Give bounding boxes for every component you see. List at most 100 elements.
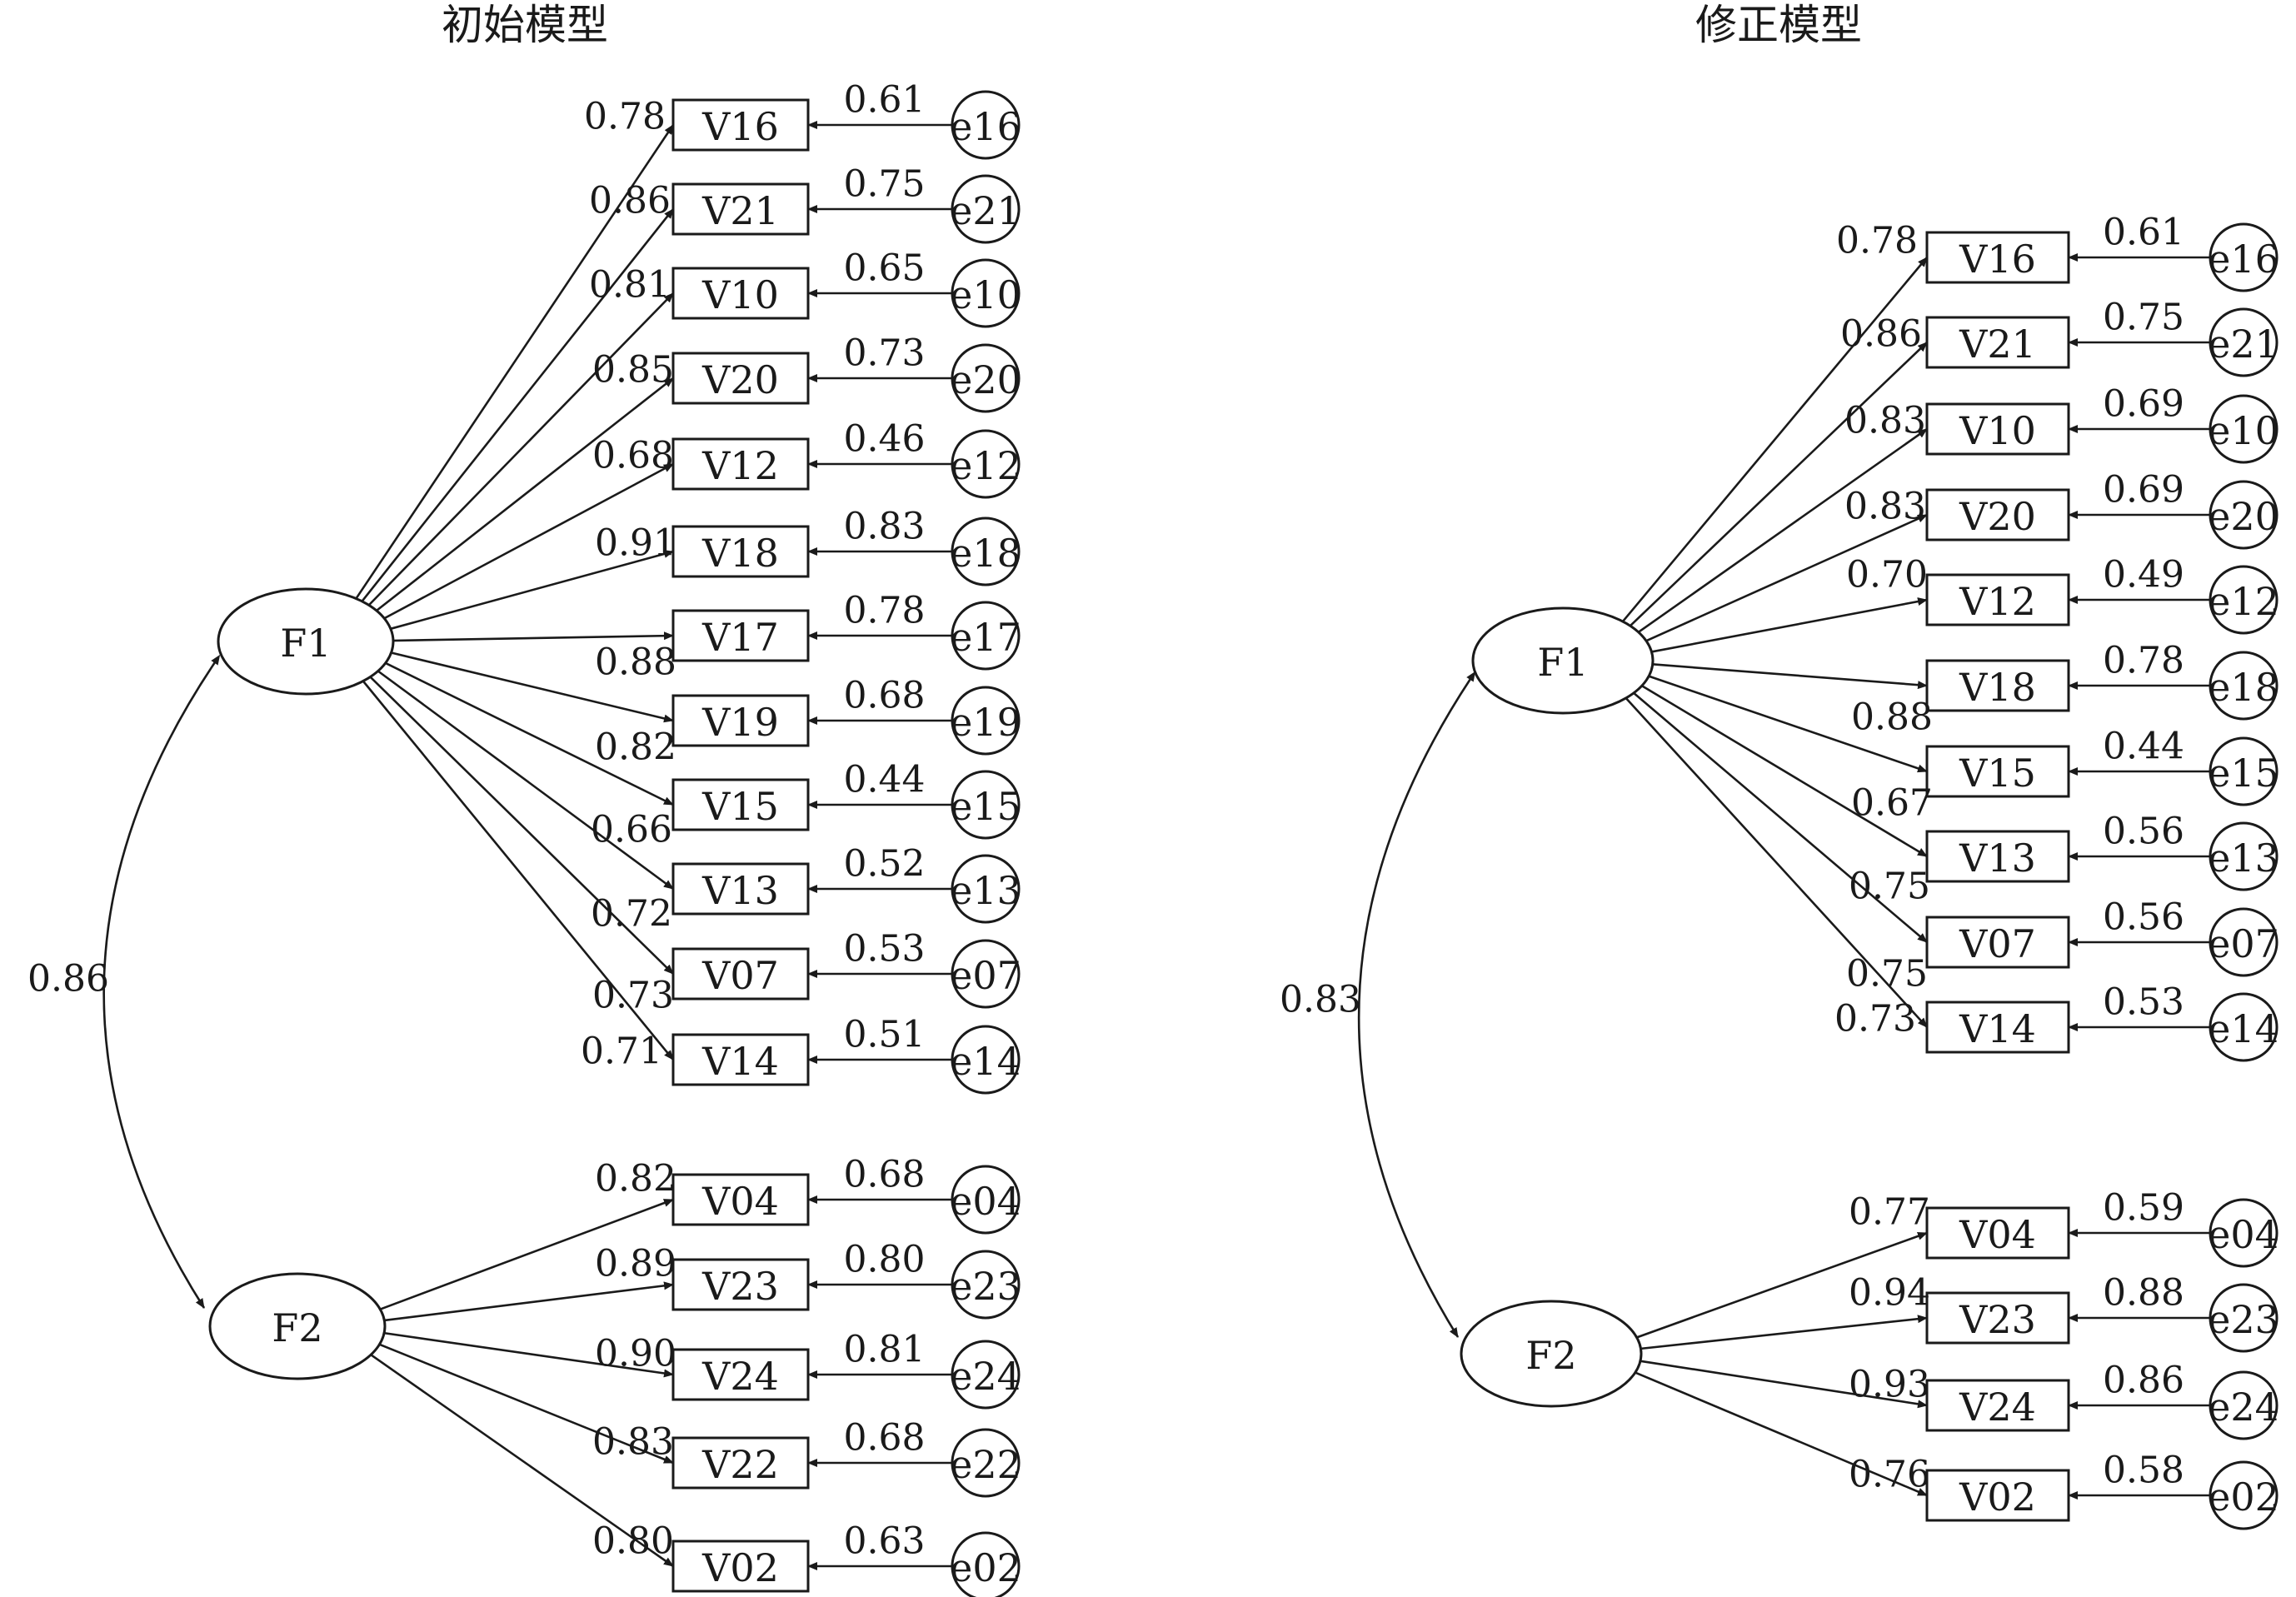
observed-variable-box [671, 182, 810, 236]
error-term-label: e10 [950, 272, 1021, 317]
error-term-label: e19 [950, 700, 1021, 745]
observed-variable-label: V21 [1959, 322, 2036, 367]
observed-variable-label: V18 [701, 531, 779, 576]
error-coefficient: 0.52 [844, 843, 926, 886]
error-term-circle [951, 517, 1021, 586]
loading-path [389, 651, 674, 723]
observed-variable-label: V19 [701, 700, 779, 745]
factor-correlation-value: 0.83 [1280, 979, 1361, 1021]
observed-variable-label: V21 [701, 188, 779, 233]
error-coefficient: 0.65 [844, 247, 926, 290]
loading-path [382, 1331, 674, 1378]
latent-factor-ellipse [1460, 1300, 1643, 1408]
latent-factor-label: F1 [1537, 640, 1588, 685]
loading-path [1633, 1370, 1928, 1497]
error-term-circle [2209, 222, 2279, 292]
loading-path [361, 679, 675, 1061]
error-coefficient: 0.75 [2103, 297, 2184, 339]
observed-variable-label: V10 [1959, 408, 2036, 453]
observed-variable-label: V18 [1959, 665, 2036, 710]
error-term-circle [951, 174, 1021, 244]
observed-variable-box [1925, 316, 2070, 369]
error-coefficient: 0.53 [844, 928, 926, 971]
error-term-circle [2209, 821, 2279, 891]
error-term-label: e04 [2208, 1212, 2279, 1257]
error-term-label: e18 [950, 531, 1021, 576]
error-term-label: e07 [950, 953, 1021, 998]
error-coefficient: 0.73 [844, 332, 926, 375]
error-term-circle [951, 601, 1021, 671]
error-term-circle [951, 1428, 1021, 1498]
loading-path [1631, 691, 1928, 943]
observed-variable-label: V07 [1959, 921, 2036, 966]
loading-path [382, 1281, 674, 1322]
error-term-circle [951, 1025, 1021, 1095]
observed-variable-box [1925, 1291, 2070, 1345]
error-term-circle [951, 1165, 1021, 1235]
loading-path [1646, 674, 1928, 773]
error-coefficient: 0.59 [2103, 1187, 2184, 1230]
error-term-label: e10 [2208, 408, 2279, 453]
error-coefficient: 0.78 [2103, 640, 2184, 682]
observed-variable-box [1925, 573, 2070, 626]
latent-factor-label: F2 [272, 1305, 322, 1350]
observed-variable-label: V23 [1959, 1297, 2036, 1342]
loading-coefficient: 0.70 [1846, 554, 1928, 596]
observed-variable-box [1925, 1206, 2070, 1260]
error-term-circle [951, 1340, 1021, 1410]
observed-variable-box [671, 1033, 810, 1086]
loading-path [383, 661, 674, 806]
observed-variable-box [1925, 231, 2070, 284]
error-term-circle [2209, 651, 2279, 721]
error-coefficient: 0.68 [844, 1154, 926, 1196]
error-coefficient: 0.51 [844, 1014, 926, 1056]
loading-coefficient: 0.81 [589, 264, 671, 307]
loading-path [377, 1342, 674, 1465]
loading-path [1620, 257, 1928, 624]
latent-factor-ellipse [1471, 606, 1655, 715]
error-term-circle [2209, 307, 2279, 377]
observed-variable-label: V16 [1959, 237, 2036, 282]
observed-variable-label: V22 [701, 1442, 779, 1487]
observed-variable-label: V20 [1959, 494, 2036, 539]
loading-coefficient: 0.75 [1846, 953, 1928, 996]
loading-coefficient: 0.76 [1849, 1454, 1930, 1496]
loading-path [367, 292, 674, 607]
error-coefficient: 0.53 [2103, 981, 2184, 1024]
observed-variable-box [671, 1173, 810, 1226]
error-coefficient: 0.61 [2103, 212, 2184, 254]
observed-variable-box [1925, 830, 2070, 883]
observed-variable-box [1925, 659, 2070, 712]
observed-variable-label: V23 [701, 1264, 779, 1309]
loading-coefficient: 0.85 [592, 349, 674, 392]
error-term-label: e04 [950, 1179, 1021, 1224]
error-coefficient: 0.69 [2103, 469, 2184, 512]
error-term-label: e23 [950, 1264, 1021, 1309]
loading-coefficient: 0.86 [1840, 313, 1922, 356]
error-coefficient: 0.44 [844, 759, 926, 801]
error-term-circle [2209, 1283, 2279, 1353]
observed-variable-label: V24 [1959, 1385, 2036, 1430]
error-term-label: e20 [950, 357, 1021, 402]
loading-coefficient: 0.82 [595, 1158, 676, 1200]
error-term-circle [2209, 1370, 2279, 1440]
